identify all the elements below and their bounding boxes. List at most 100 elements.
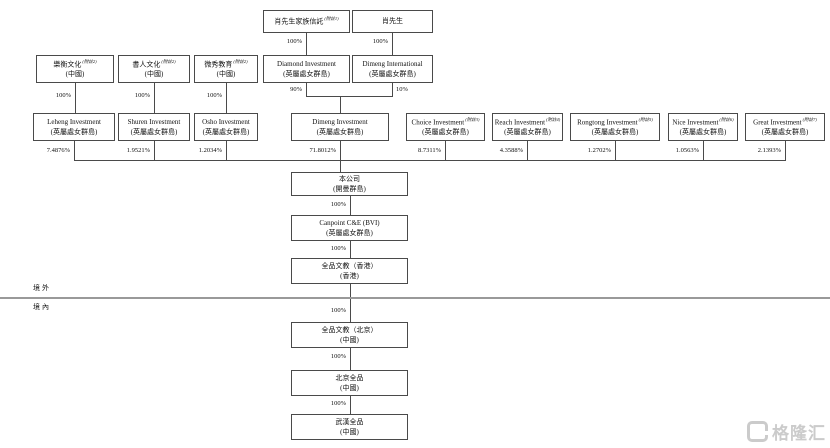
node-title: 微秀教育 bbox=[204, 60, 233, 69]
node-place: (英屬處女群島) bbox=[130, 128, 178, 136]
footnote-ref: (附註5) bbox=[638, 116, 653, 122]
node-title: Dimeng International bbox=[362, 59, 423, 68]
pct-xiao-dimeng-intl: 100% bbox=[372, 38, 388, 45]
node-title: 本公司 bbox=[339, 174, 360, 183]
node-place: (中國) bbox=[65, 70, 85, 79]
pct-company-canpoint: 100% bbox=[330, 201, 346, 208]
org-node-leheng-culture: 樂衡文化(附註2) (中國) bbox=[36, 55, 114, 83]
edge-leheng-bus bbox=[74, 141, 75, 160]
gelonghui-logo-text: 格隆汇 bbox=[772, 424, 826, 443]
edge-shuren-cn-shuren bbox=[154, 83, 155, 113]
node-title: Choice Investment bbox=[411, 118, 465, 127]
footnote-ref: (附註2) bbox=[233, 58, 248, 64]
shareholders-bus-line bbox=[74, 160, 786, 161]
region-label-offshore: 境外 bbox=[33, 284, 51, 292]
footnote-ref: (附註2) bbox=[161, 58, 176, 64]
footnote-ref: (附註6) bbox=[719, 116, 734, 122]
node-title: Shuren Investment bbox=[127, 117, 181, 126]
node-title: Dimeng Investment bbox=[312, 117, 368, 126]
org-node-family-trust: 肖先生家族信託(附註1) bbox=[263, 10, 350, 33]
node-place: (英屬處女群島) bbox=[50, 128, 98, 136]
edge-dimeng-bus bbox=[340, 141, 341, 160]
gelonghui-g-icon bbox=[747, 421, 768, 442]
pct-reach: 4.3588% bbox=[499, 147, 523, 154]
org-node-leheng-investment: Leheng Investment (英屬處女群島) bbox=[33, 113, 115, 141]
gelonghui-logo: 格隆汇 bbox=[747, 419, 826, 444]
org-node-great-investment: Great Investment(附註7) (英屬處女群島) bbox=[745, 113, 825, 141]
org-node-shuren-culture: 書人文化(附註2) (中國) bbox=[118, 55, 190, 83]
pct-weixiu-cn: 100% bbox=[206, 92, 222, 99]
edge-dimeng-intl-merge bbox=[392, 83, 393, 96]
footnote-ref: (附註4) bbox=[546, 116, 561, 122]
node-place: (英屬處女群島) bbox=[369, 70, 416, 78]
footnote-ref: (附註3) bbox=[465, 116, 480, 122]
edge-weixiu-cn-osho bbox=[226, 83, 227, 113]
edge-trust-diamond bbox=[306, 33, 307, 55]
edge-merge-dimeng bbox=[340, 96, 341, 113]
edge-merge-bus bbox=[306, 96, 393, 97]
node-place: (中國) bbox=[340, 428, 359, 436]
pct-diamond-dimeng: 90% bbox=[290, 86, 302, 93]
node-place: (英屬處女群島) bbox=[591, 128, 639, 137]
pct-dimeng: 71.8012% bbox=[309, 147, 336, 154]
edge-nice-bus bbox=[703, 141, 704, 160]
node-place: (英屬處女群島) bbox=[422, 128, 469, 137]
region-label-onshore: 境內 bbox=[33, 303, 51, 311]
node-place: (英屬處女群島) bbox=[504, 128, 551, 137]
org-node-canpoint-ce-bvi: Canpoint C&E (BVI) (英屬處女群島) bbox=[291, 215, 408, 241]
footnote-ref: (附註1) bbox=[324, 16, 339, 22]
node-place: (英屬處女群島) bbox=[326, 229, 373, 237]
org-node-shuren-investment: Shuren Investment (英屬處女群島) bbox=[118, 113, 190, 141]
org-node-canpoint-hk: 全品文教（香港） (香港) bbox=[291, 258, 408, 284]
node-place: (開曼群島) bbox=[333, 185, 366, 193]
edge-company-canpoint bbox=[350, 196, 351, 215]
node-place: (中國) bbox=[216, 70, 236, 79]
node-title: Osho Investment bbox=[202, 117, 250, 126]
pct-shuren: 1.9521% bbox=[126, 147, 150, 154]
org-node-canpoint-beijing: 全品文教（北京） (中國) bbox=[291, 322, 408, 348]
pct-rongtong: 1.2702% bbox=[587, 147, 611, 154]
edge-great-bus bbox=[785, 141, 786, 160]
node-title: Rongtong Investment bbox=[577, 118, 638, 127]
org-node-diamond-investment: Diamond Investment (英屬處女群島) bbox=[263, 55, 350, 83]
node-title: Leheng Investment bbox=[47, 117, 101, 126]
edge-bus-company bbox=[340, 160, 341, 172]
node-title: 樂衡文化 bbox=[53, 60, 82, 69]
node-place: (中國) bbox=[340, 384, 359, 392]
node-place: (英屬處女群島) bbox=[316, 128, 364, 136]
edge-osho-bus bbox=[226, 141, 227, 160]
node-title: 肖先生家族信託 bbox=[274, 17, 324, 26]
node-title: 肖先生 bbox=[382, 17, 403, 26]
org-node-dimeng-investment: Dimeng Investment (英屬處女群島) bbox=[291, 113, 389, 141]
node-place: (英屬處女群島) bbox=[202, 128, 250, 136]
node-title: Great Investment bbox=[753, 118, 802, 127]
org-node-rongtong-investment: Rongtong Investment(附註5) (英屬處女群島) bbox=[570, 113, 660, 141]
node-title: 北京全品 bbox=[335, 373, 364, 382]
org-node-weixiu-education: 微秀教育(附註2) (中國) bbox=[194, 55, 258, 83]
edge-shuren-bus bbox=[154, 141, 155, 160]
pct-choice: 8.7311% bbox=[417, 147, 441, 154]
pct-great: 2.1393% bbox=[757, 147, 781, 154]
edge-hk-beijing bbox=[350, 284, 351, 322]
org-node-nice-investment: Nice Investment(附註6) (英屬處女群島) bbox=[668, 113, 738, 141]
pct-trust-diamond: 100% bbox=[286, 38, 302, 45]
pct-beijing-bjqp: 100% bbox=[330, 353, 346, 360]
node-title: 書人文化 bbox=[132, 60, 161, 69]
node-place: (英屬處女群島) bbox=[679, 128, 727, 137]
node-title: 全品文教（香港） bbox=[321, 261, 378, 270]
org-node-wuhan-quanpin: 武漢全品 (中國) bbox=[291, 414, 408, 440]
node-title: Diamond Investment bbox=[277, 59, 336, 68]
org-node-osho-investment: Osho Investment (英屬處女群島) bbox=[194, 113, 258, 141]
node-place: (中國) bbox=[144, 70, 164, 79]
offshore-onshore-divider-line bbox=[0, 297, 830, 299]
org-node-mr-xiao: 肖先生 bbox=[352, 10, 433, 33]
node-title: Reach Investment bbox=[494, 118, 546, 127]
org-node-the-company: 本公司 (開曼群島) bbox=[291, 172, 408, 196]
node-place: (英屬處女群島) bbox=[283, 70, 330, 78]
edge-canpoint-hk bbox=[350, 241, 351, 258]
node-place: (香港) bbox=[340, 272, 359, 280]
pct-nice: 1.0563% bbox=[675, 147, 699, 154]
node-title: 武漢全品 bbox=[335, 417, 364, 426]
edge-reach-bus bbox=[527, 141, 528, 160]
